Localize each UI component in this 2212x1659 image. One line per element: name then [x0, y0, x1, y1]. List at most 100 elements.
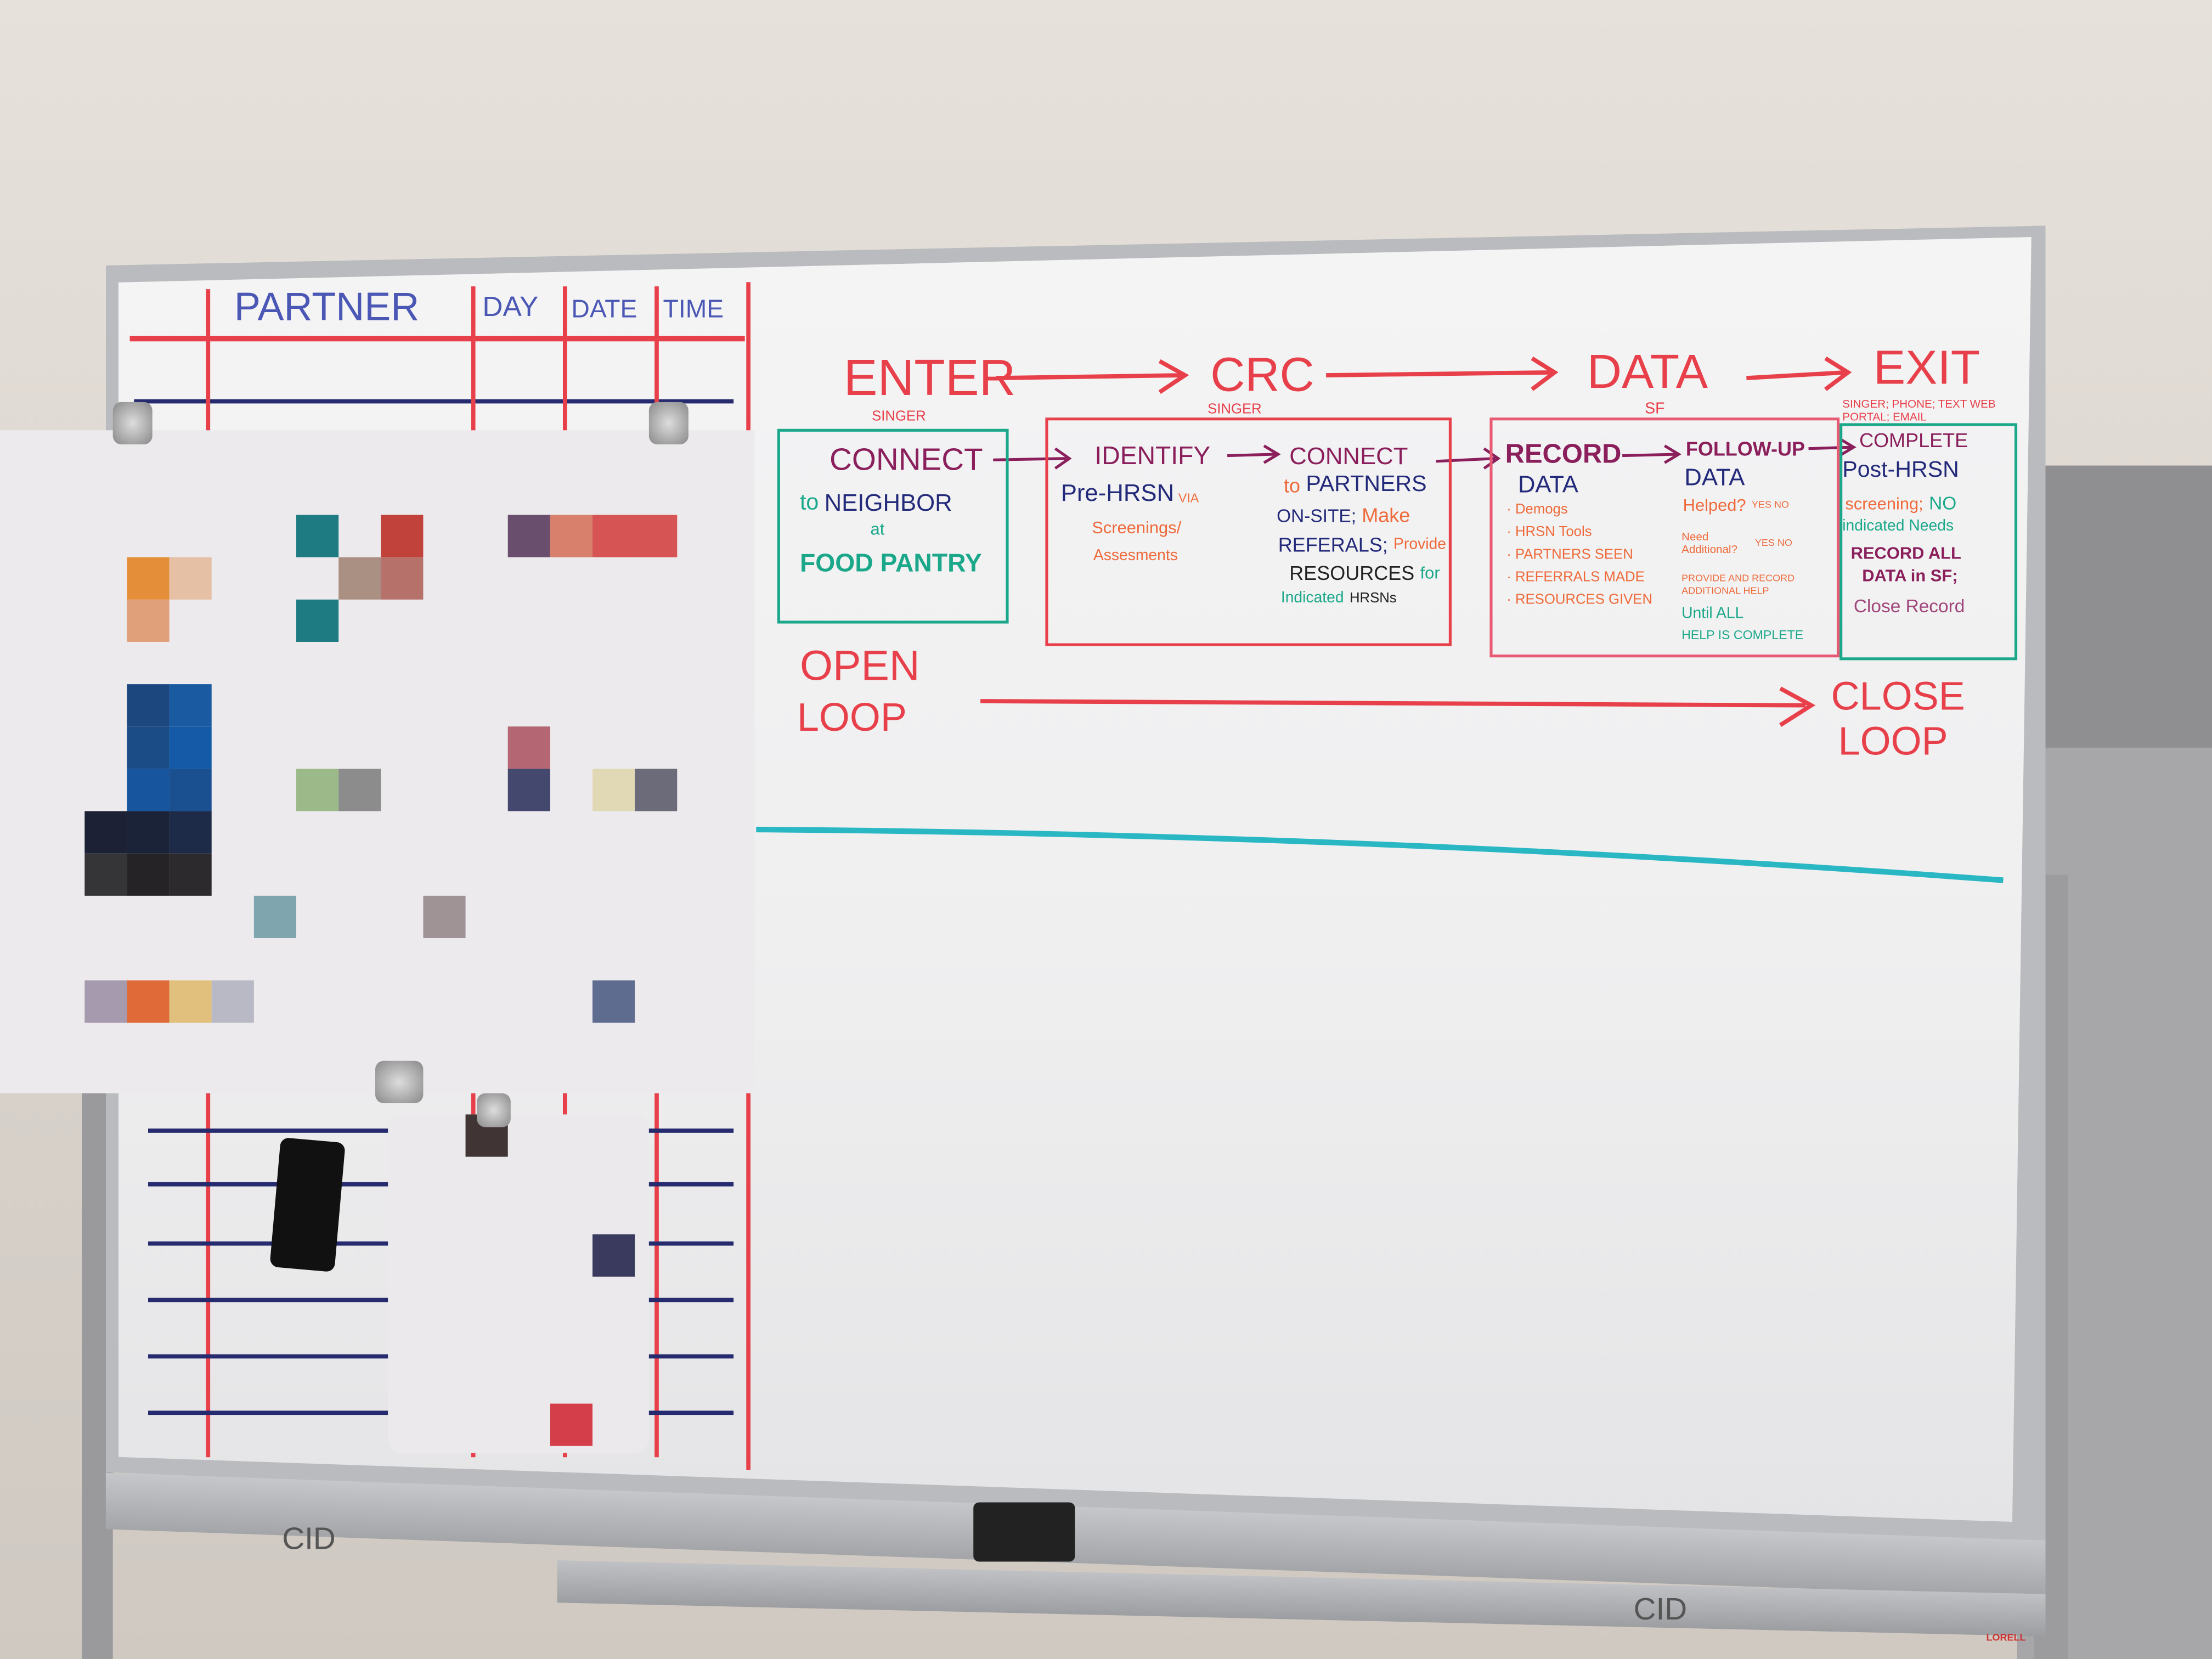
table-row-line [134, 399, 734, 404]
redacted-pixel-block [381, 515, 424, 557]
binder-clip [648, 402, 689, 444]
exit-data-in-sf: DATA in SF; [1862, 566, 1958, 586]
redacted-pixel-block [635, 769, 678, 811]
redacted-pixel-block [338, 557, 381, 600]
close-loop-2: LOOP [1838, 719, 1948, 764]
close-loop-1: CLOSE [1831, 674, 1965, 718]
redacted-pixel-block [127, 980, 170, 1023]
data-helped-yes: YES [1751, 500, 1771, 510]
open-loop-2: LOOP [797, 695, 907, 740]
redacted-pixel-block [338, 769, 381, 811]
arrow-connect-record [1436, 447, 1501, 470]
redacted-pixel-block [592, 1234, 635, 1277]
stage-exit-sub: SINGER; PHONE; TEXT WEB PORTAL; EMAIL [1842, 398, 1996, 424]
redacted-pixel-block [127, 684, 170, 727]
redacted-pixel-block [127, 557, 170, 600]
redacted-pixel-block [169, 980, 212, 1023]
enter-box [777, 428, 1009, 624]
redacted-pixel-block [635, 515, 678, 557]
data-helped: Helped? [1683, 495, 1746, 515]
enter-food-pantry: FOOD PANTRY [799, 549, 982, 577]
data-record: RECORD [1505, 440, 1622, 470]
redacted-pixel-block [592, 769, 635, 811]
data-box [1489, 417, 1840, 658]
redacted-pixel-block [381, 557, 424, 600]
redacted-pixel-block [84, 853, 127, 896]
data-provide-record: PROVIDE AND RECORD ADDITIONAL HELP [1681, 574, 1795, 597]
header-time: TIME [663, 295, 724, 323]
redacted-pixel-block [127, 599, 170, 642]
tray-label-cid-left: CID [282, 1520, 336, 1556]
arrow-data-exit [1746, 356, 1852, 391]
arrow-followup-complete [1808, 437, 1857, 457]
redacted-pixel-block [423, 895, 466, 938]
exit-box [1839, 423, 2018, 661]
redacted-pixel-block [84, 980, 127, 1023]
enter-neighbor: NEIGHBOR [824, 489, 952, 517]
arrow-enter-crc [996, 359, 1189, 394]
table-header-line [129, 335, 745, 342]
redacted-pixel-block [211, 980, 254, 1023]
data-followup-data: DATA [1684, 464, 1745, 491]
exit-record-all: RECORD ALL [1850, 543, 1961, 563]
crc-line-resources: RESOURCES for [1289, 563, 1440, 583]
exit-post-hrsn: Post-HRSN [1842, 458, 1959, 483]
crc-line-pre-hrsn: Pre-HRSN VIA [1061, 481, 1199, 505]
data-need-options: YES NO [1755, 538, 1792, 548]
data-bullet: Demogs [1506, 503, 1568, 518]
exit-line-screening: screening; NO [1845, 494, 1956, 512]
exit-no: NO [1929, 492, 1957, 514]
binder-clip [477, 1093, 511, 1127]
stage-crc-sub: SINGER [1207, 402, 1262, 418]
arrow-crc-data [1326, 356, 1559, 391]
data-need-yes: YES [1754, 538, 1775, 548]
crc-partners: PARTNERS [1306, 472, 1427, 497]
crc-screenings: Screenings/ [1092, 517, 1182, 538]
redacted-pixel-block [169, 557, 212, 600]
redacted-pixel-block [127, 769, 170, 811]
open-loop-1: OPEN [799, 643, 920, 690]
data-helped-options: YES NO [1752, 500, 1789, 510]
header-date: DATE [571, 295, 637, 323]
redacted-pixel-block [296, 599, 339, 642]
data-bullet: HRSN Tools [1506, 526, 1592, 540]
crc-provide: Provide [1393, 535, 1446, 552]
data-bullet: RESOURCES GIVEN [1506, 593, 1652, 608]
stage-exit: EXIT [1873, 341, 1980, 395]
redacted-pixel-block [253, 895, 296, 938]
enter-connect: CONNECT [829, 441, 983, 477]
enter-line-neighbor: to NEIGHBOR [800, 491, 952, 515]
exit-complete: COMPLETE [1859, 428, 1968, 452]
data-until-all: Until ALL [1681, 605, 1744, 622]
redacted-pixel-block [127, 726, 170, 769]
redacted-pixel-block [169, 726, 212, 769]
data-helped-no: NO [1774, 500, 1789, 510]
binder-clip [112, 402, 153, 444]
arrow-connect-identify [993, 447, 1072, 470]
redacted-pixel-block [507, 515, 550, 557]
stage-enter-sub: SINGER [872, 409, 926, 425]
exit-screening: screening; [1845, 493, 1923, 513]
crc-line-referals: REFERALS; Provide [1278, 535, 1446, 555]
stage-enter: ENTER [843, 348, 1016, 407]
crc-hrsns: HRSNs [1349, 590, 1397, 606]
stage-data-sub: SF [1645, 400, 1665, 418]
crc-make: Make [1362, 503, 1410, 527]
crc-connect: CONNECT [1289, 443, 1408, 470]
crc-pre-hrsn: Pre-HRSN [1060, 479, 1175, 507]
redacted-pixel-block [169, 769, 212, 811]
arrow-identify-connect [1227, 444, 1281, 464]
redacted-pixel-block [507, 769, 550, 811]
redacted-pixel-block [550, 1403, 592, 1446]
data-need-additional: Need Additional? [1681, 530, 1737, 556]
redacted-pixel-block [592, 980, 635, 1023]
enter-at: at [870, 519, 885, 539]
data-bullet: REFERRALS MADE [1506, 571, 1645, 585]
stage-crc: CRC [1210, 348, 1314, 402]
data-followup: FOLLOW-UP [1685, 437, 1805, 460]
redacted-pixel-block [296, 515, 339, 557]
redacted-pixel-block [507, 726, 550, 769]
crc-to: to [1283, 473, 1301, 497]
binder-clip [375, 1060, 424, 1103]
